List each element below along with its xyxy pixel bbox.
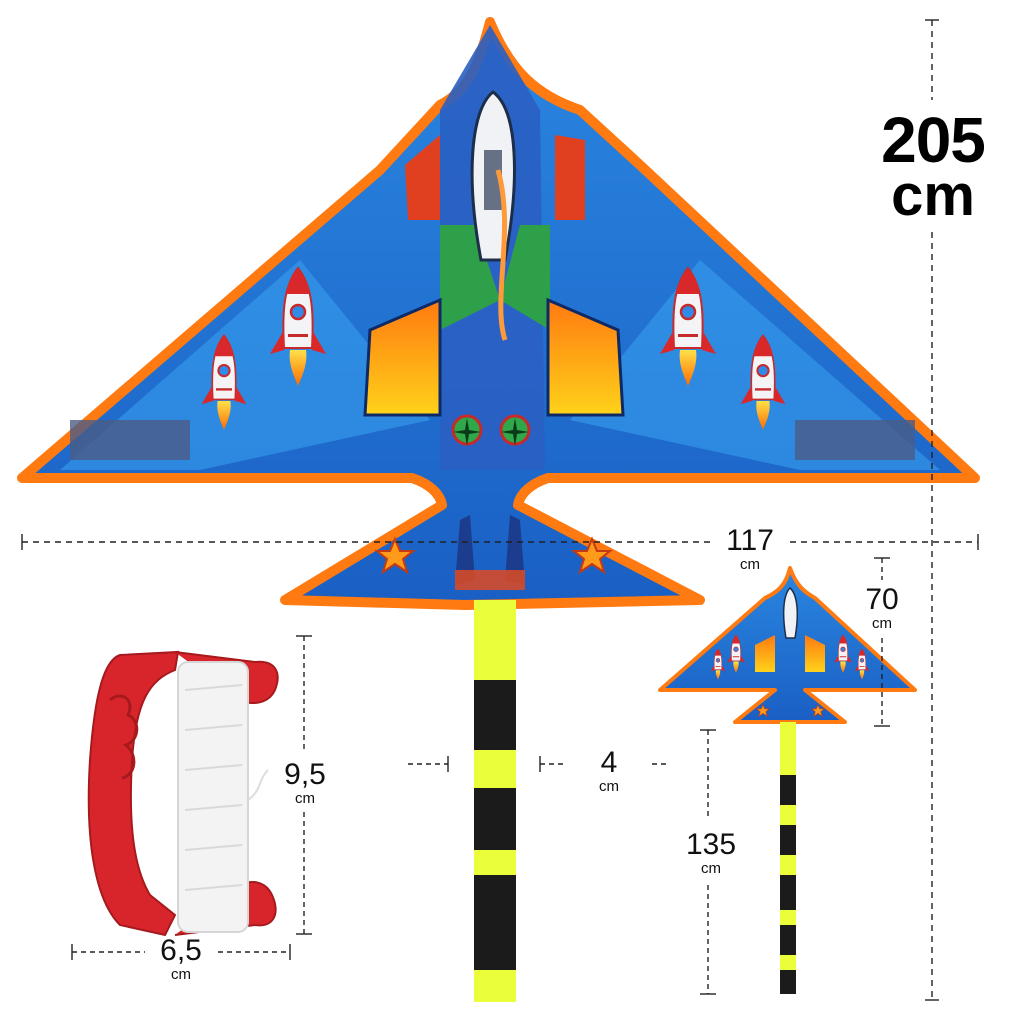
dimension-unit: cm: [740, 556, 760, 573]
dimension-handle-height: 9,5 cm: [274, 758, 336, 807]
dimension-tail-length: 135 cm: [678, 828, 744, 877]
dimension-unit: cm: [701, 860, 721, 877]
dimension-tail-width: 4 cm: [584, 746, 634, 795]
dimension-value: 135: [685, 828, 737, 861]
dimension-value: 70: [865, 583, 899, 616]
large-kite-tail: [474, 600, 516, 1002]
fan-icon: [499, 414, 531, 446]
dimension-unit: cm: [599, 778, 619, 795]
dimension-total-height: 205 cm: [868, 104, 998, 228]
dimension-value: 9,5: [284, 758, 326, 791]
dimension-value: 6,5: [160, 934, 202, 967]
dimension-handle-width: 6,5 cm: [146, 934, 216, 983]
large-kite: [17, 17, 980, 610]
fan-icon: [451, 414, 483, 446]
dimension-unit: cm: [891, 162, 975, 228]
dimension-unit: cm: [872, 615, 892, 632]
dimension-unit: cm: [171, 966, 191, 983]
dimension-kite-height: 70 cm: [856, 583, 908, 632]
small-kite-tail: [780, 722, 796, 994]
dimension-lines: [21, 19, 979, 1001]
dimension-value: 4: [600, 746, 618, 779]
kite-handle-icon: [87, 650, 279, 937]
dimension-unit: cm: [295, 790, 315, 807]
dimension-value: 117: [726, 524, 774, 557]
dimension-value: 205: [881, 104, 986, 176]
dimension-wingspan: 117 cm: [718, 524, 782, 573]
